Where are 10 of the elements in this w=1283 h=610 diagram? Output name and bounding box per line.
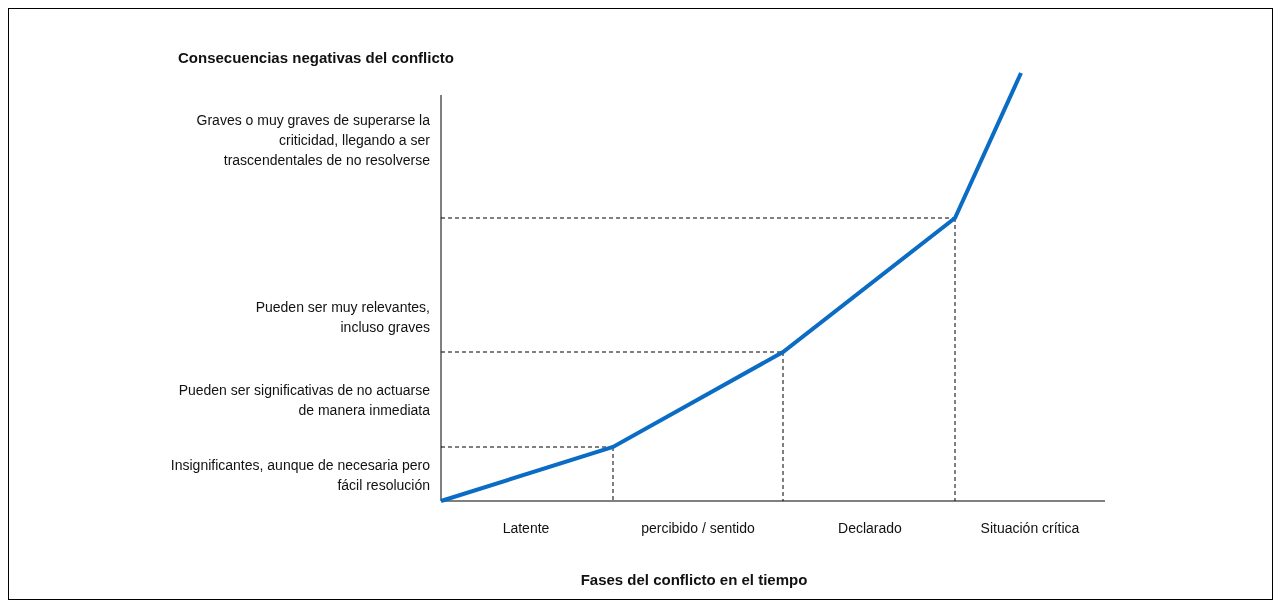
axis-title: Consecuencias negativas del conflicto: [178, 48, 455, 68]
level-description: Insignificantes, aunque de necesaria pero fácil resolución: [169, 456, 430, 495]
category-label: percibido / sentido: [640, 519, 756, 538]
category-label: Declarado: [837, 519, 903, 538]
axis-title: Fases del conflicto en el tiempo: [579, 570, 809, 590]
level-description: Pueden ser muy relevantes, incluso graves: [254, 298, 430, 337]
level-description: Pueden ser significativas de no actuarse de manera inmediata: [177, 381, 430, 420]
level-description: Graves o muy graves de superarse la criticidad, llegando a ser trascendentales de no resolverse: [195, 111, 430, 170]
category-label: Latente: [501, 519, 551, 538]
category-label: Situación crítica: [979, 519, 1081, 538]
